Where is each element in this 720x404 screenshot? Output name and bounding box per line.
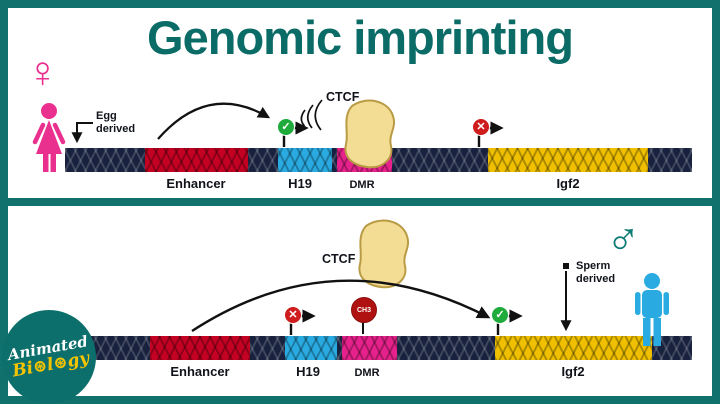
enhancer-segment: [150, 336, 250, 360]
h19-silenced-cross-icon: ✕: [284, 306, 302, 324]
enhancer-segment: [145, 148, 248, 172]
enhancer-label: Enhancer: [170, 364, 230, 379]
h19-label: H19: [288, 176, 312, 191]
page-title: Genomic imprinting: [147, 11, 574, 64]
ctcf-label-top: CTCF: [326, 90, 360, 104]
igf2-active-check-icon: ✓: [491, 306, 509, 324]
enhancer-label: Enhancer: [166, 176, 226, 191]
igf2-label: Igf2: [561, 364, 585, 379]
female-figure-icon: [32, 103, 66, 172]
igf2-silenced-cross-icon: ✕: [472, 118, 490, 136]
igf2-segment: [488, 148, 648, 172]
dmr-label: DMR: [349, 179, 375, 191]
male-symbol-icon: ♂: [606, 211, 641, 263]
dmr-segment: [342, 336, 397, 360]
h19-active-check-icon: ✓: [277, 118, 295, 136]
logo-text: Animated Bi⊛l⊛gy: [6, 332, 92, 381]
ctcf-label-bottom: CTCF: [322, 252, 356, 266]
dmr-label: DMR: [354, 367, 380, 379]
female-symbol-icon: ♀: [26, 48, 59, 97]
igf2-segment: [495, 336, 652, 360]
paternal-chromosome-bar: [65, 336, 692, 360]
male-figure-icon: [635, 273, 669, 346]
h19-segment: [285, 336, 337, 360]
h19-label: H19: [296, 364, 320, 379]
egg-derived-label: Egg derived: [96, 110, 136, 136]
ch3-methylation-badge: CH3: [351, 297, 377, 323]
maternal-chromosome-bar: [65, 148, 692, 172]
h19-segment: [278, 148, 332, 172]
dmr-segment: [337, 148, 392, 172]
sperm-derived-label: Sperm derived: [576, 260, 616, 286]
igf2-label: Igf2: [556, 176, 580, 191]
animated-biology-logo: Animated Bi⊛l⊛gy: [2, 310, 96, 404]
